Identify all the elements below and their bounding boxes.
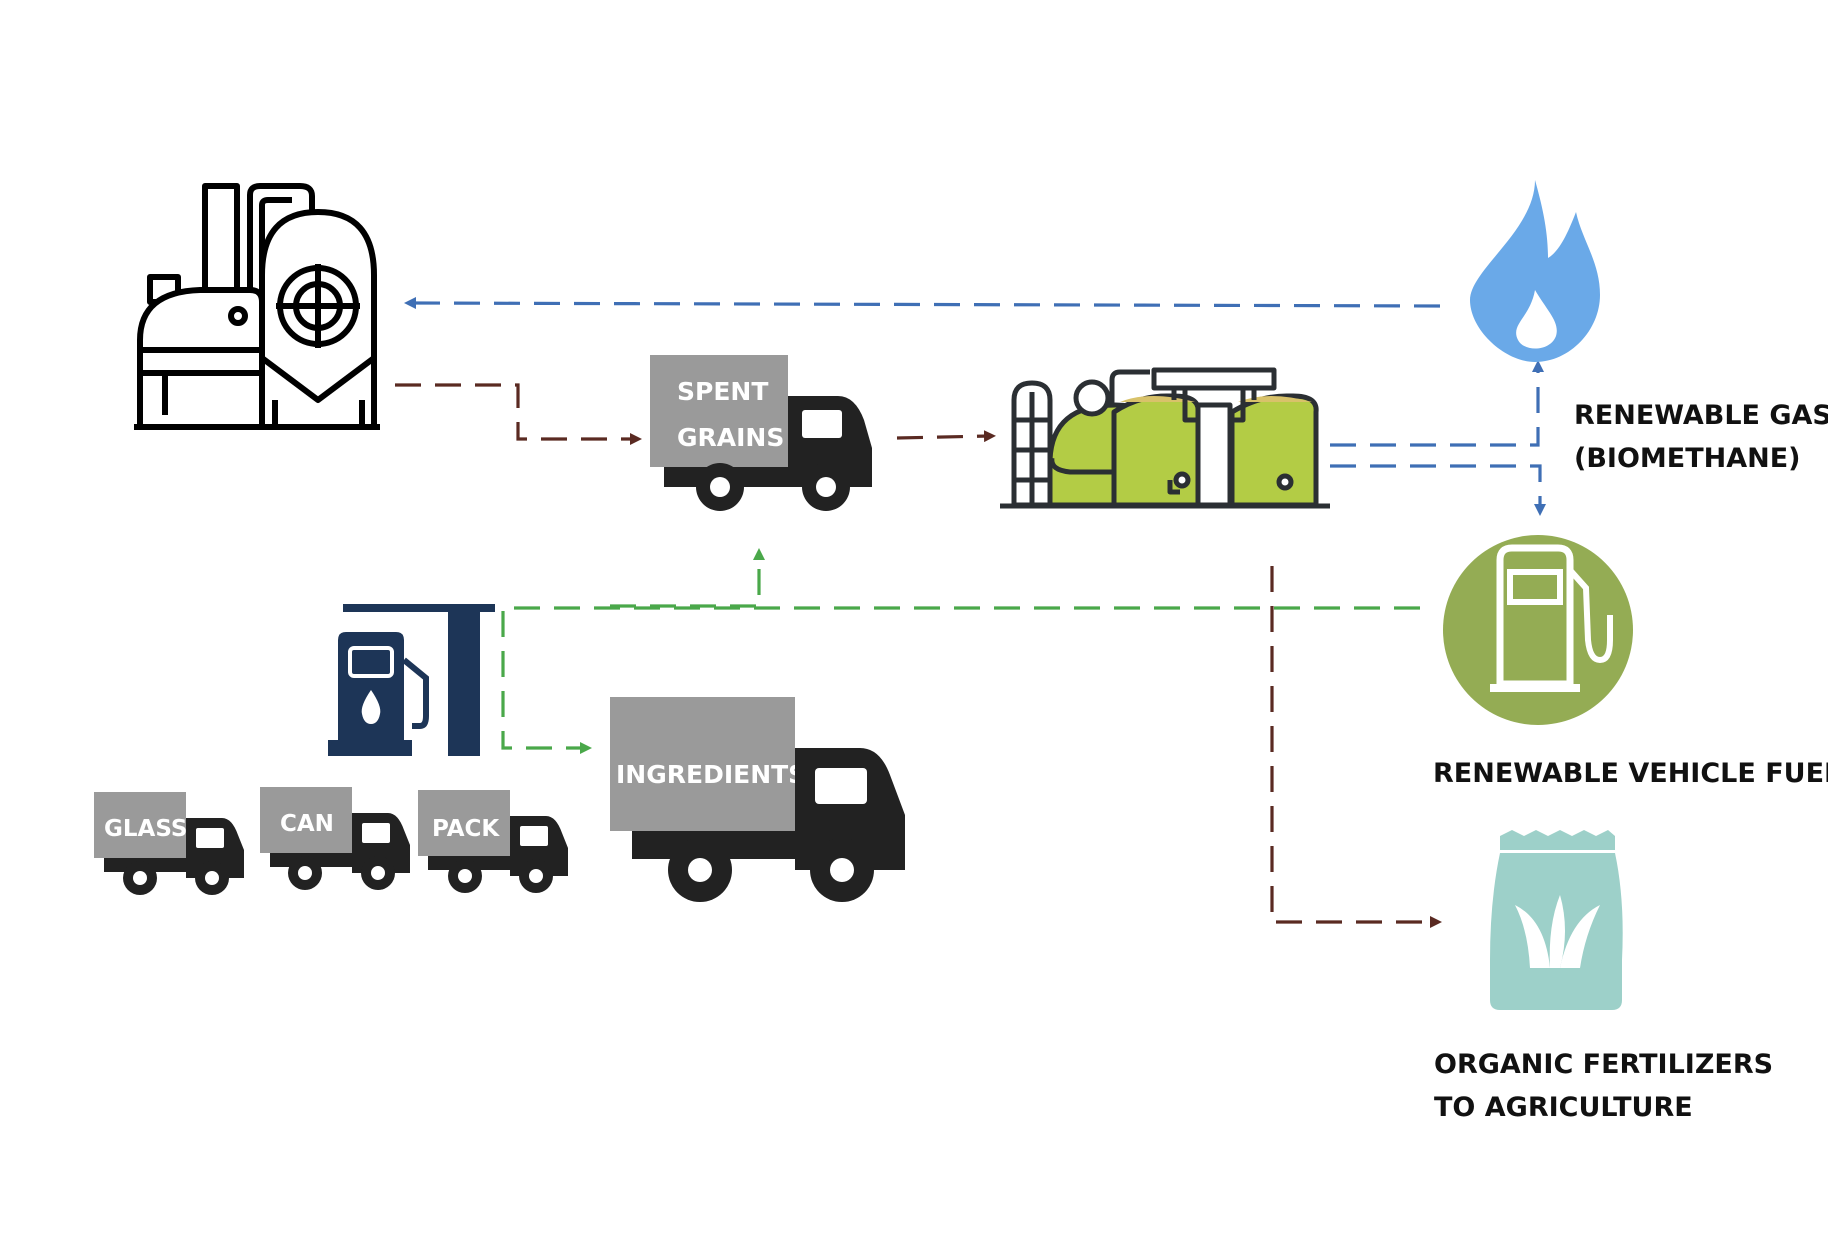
renewable-gas-label: RENEWABLE GAS (1574, 400, 1828, 431)
cargo-box (650, 355, 788, 467)
spent-grains-truck: SPENT GRAINS (650, 355, 872, 511)
flow-lines (395, 297, 1546, 928)
gas-station-icon (328, 604, 495, 756)
fertilizer-label-1: ORGANIC FERTILIZERS (1434, 1049, 1773, 1080)
flow-fuel-to-station (501, 606, 1420, 754)
vehicle-fuel-label: RENEWABLE VEHICLE FUEL (1433, 758, 1828, 789)
pack-label: PACK (432, 816, 500, 842)
pack-truck: PACK (418, 790, 568, 893)
grains-label: GRAINS (677, 423, 784, 452)
biomethane-label: (BIOMETHANE) (1574, 443, 1801, 474)
ingredients-label: INGREDIENTS (616, 760, 806, 789)
ingredients-truck: INGREDIENTS (610, 697, 905, 902)
fertilizer-bag-icon (1490, 830, 1623, 1010)
can-truck: CAN (260, 787, 410, 890)
flow-plant-to-gas (1330, 360, 1544, 447)
flow-spent-to-plant (896, 430, 996, 443)
fertilizer-label-2: TO AGRICULTURE (1434, 1092, 1693, 1123)
biogas-plant-icon (1000, 367, 1330, 509)
can-label: CAN (280, 811, 334, 837)
flow-plant-to-fuel (1330, 464, 1546, 516)
glass-truck: GLASS (94, 792, 244, 895)
fuel-pump-icon (1443, 535, 1633, 725)
flow-brewery-to-spent (395, 383, 642, 445)
flame-icon (1470, 180, 1600, 362)
flow-gas-to-brewery (404, 297, 1441, 310)
glass-label: GLASS (104, 816, 187, 842)
flow-fuel-to-spent (610, 548, 765, 608)
spent-label: SPENT (677, 377, 768, 406)
cargo-box (610, 697, 795, 831)
flow-plant-to-fertilizer (1270, 566, 1442, 928)
brewery-icon (134, 183, 380, 430)
